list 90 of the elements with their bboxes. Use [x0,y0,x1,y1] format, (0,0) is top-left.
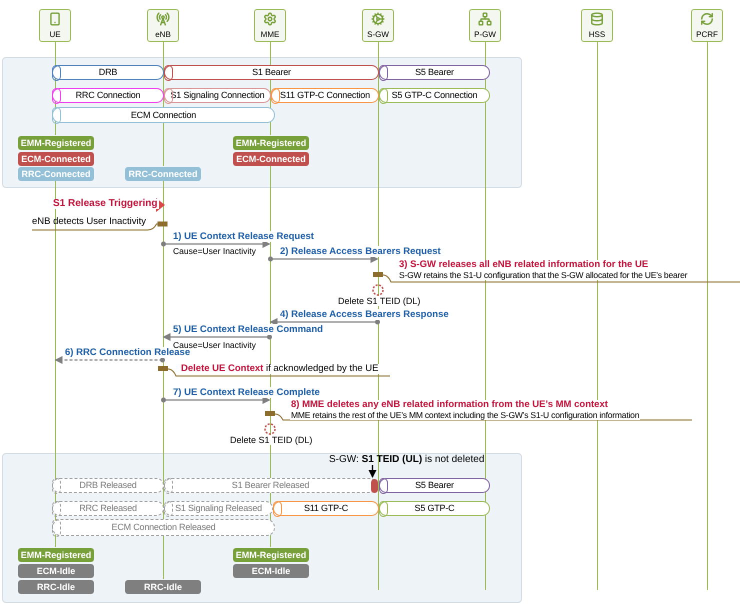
annotation-text: Delete UE Context if acknowledged by the UE [180,364,380,374]
state-badge: RRC-Idle [18,580,94,594]
state-badge: ECM-Connected [18,152,94,166]
tunnel-pipe [273,501,379,516]
annotation-text: Delete S1 TEID (DL) [337,296,422,306]
message-arrow [161,240,270,248]
entity-box [39,9,71,42]
annotation-text: Delete S1 TEID (DL) [229,435,314,445]
state-badge: ECM-Connected [233,152,309,166]
tunnel-label: S1 Bearer Released [232,481,310,490]
edge-label: 6) RRC Connection Release [64,347,192,358]
lifeline [484,42,486,590]
entity-box [254,9,286,42]
tunnel-label: S5 GTP-C [414,504,454,513]
tunnel-pipe [379,88,490,103]
tunnel-label: S5 Bearer [415,68,454,77]
state-badge: ECM-Idle [233,564,309,578]
tunnel-pipe [271,88,379,103]
tunnel-label: ECM Connection [130,110,196,120]
message-arrow [161,396,270,404]
tunnel-label: S5 Bearer [415,481,454,490]
entity-box [362,9,394,42]
entity-label: HSS [588,31,606,39]
entity-box [469,9,501,42]
edge-label: 7) UE Context Release Complete [172,387,321,398]
edge-label: 1) UE Context Release Request [172,231,315,242]
message-arrow [162,333,272,341]
edge-label: 4) Release Access Bearers Response [279,309,450,320]
tunnel-pipe [164,65,379,80]
tunnel-label: S1 Signaling Released [175,504,262,513]
state-panel [2,57,522,188]
annotation-text: 8) MME deletes any eNB related information from the UE’s MM context [290,400,609,410]
entity-label: eNB [155,31,171,39]
entity-label: PCRF [696,31,718,39]
released-tunnel [52,519,275,536]
tunnel-label: DRB Released [79,481,137,490]
entity-box [581,9,613,42]
tunnel-pipe [52,107,275,123]
edge-label: 2) Release Access Bearers Request [279,246,442,257]
lifeline [596,42,598,590]
state-badge: EMM-Registered [233,548,309,562]
lifeline [706,42,708,590]
entity-label: UE [49,31,61,39]
state-badge: RRC-Connected [125,167,201,181]
message-arrow [54,356,165,364]
tunnel-pipe [379,501,490,516]
state-panel [2,453,522,603]
tunnel-label: S11 GTP-C Connection [280,91,370,100]
entity-label: MME [260,31,280,39]
teid-marker [371,479,378,493]
tunnel-pipe [379,478,490,493]
tunnel-label: RRC Connection [76,91,140,100]
lifeline [162,42,164,166]
state-badge: EMM-Registered [233,136,309,150]
tunnel-pipe [379,65,490,80]
state-badge: RRC-Idle [125,580,201,594]
entity-box [691,9,723,42]
tunnel-pipe [164,88,271,103]
tunnel-label: DRB [98,68,118,77]
lifeline [162,180,164,579]
released-tunnel [52,501,164,516]
annotation-text: S1 Release Triggering [52,199,158,209]
annotation-text: 3) S-GW releases all eNB related information for the UE [398,260,650,270]
message-arrow [268,255,378,263]
state-badge: EMM-Registered [18,136,94,150]
pointer-arrow [368,465,376,478]
released-tunnel [52,478,164,493]
tunnel-label: S5 GTP-C Connection [392,91,478,100]
annotation-text: Cause=User Inactivity [172,246,257,256]
annotation-text: MME retains the rest of the UE’s MM context including the S-GW’s S1-U configuration information [290,410,640,420]
entity-label: P-GW [474,31,496,39]
edge-label: 5) UE Context Release Command [172,324,324,335]
message-arrow [270,318,380,326]
state-badge: RRC-Connected [18,167,94,181]
entity-label: S-GW [367,31,389,39]
released-tunnel [164,501,273,516]
tunnel-label: S1 Bearer [252,68,291,77]
state-badge: EMM-Registered [18,548,94,562]
tunnel-pipe [52,65,164,80]
released-tunnel [164,478,377,493]
tunnel-pipe [52,88,164,103]
entity-box [147,9,179,42]
tunnel-label: S11 GTP-C [304,504,348,513]
tunnel-label: ECM Connection Released [112,523,216,532]
lifeline [54,180,56,547]
annotation-text: Cause=User Inactivity [172,340,257,350]
lifeline [54,42,56,135]
annotation-text: S-GW retains the S1-U configuration that the S-GW allocated for the UE’s bearer [398,270,688,280]
tunnel-label: RRC Released [79,504,137,513]
state-badge: ECM-Idle [18,564,94,578]
